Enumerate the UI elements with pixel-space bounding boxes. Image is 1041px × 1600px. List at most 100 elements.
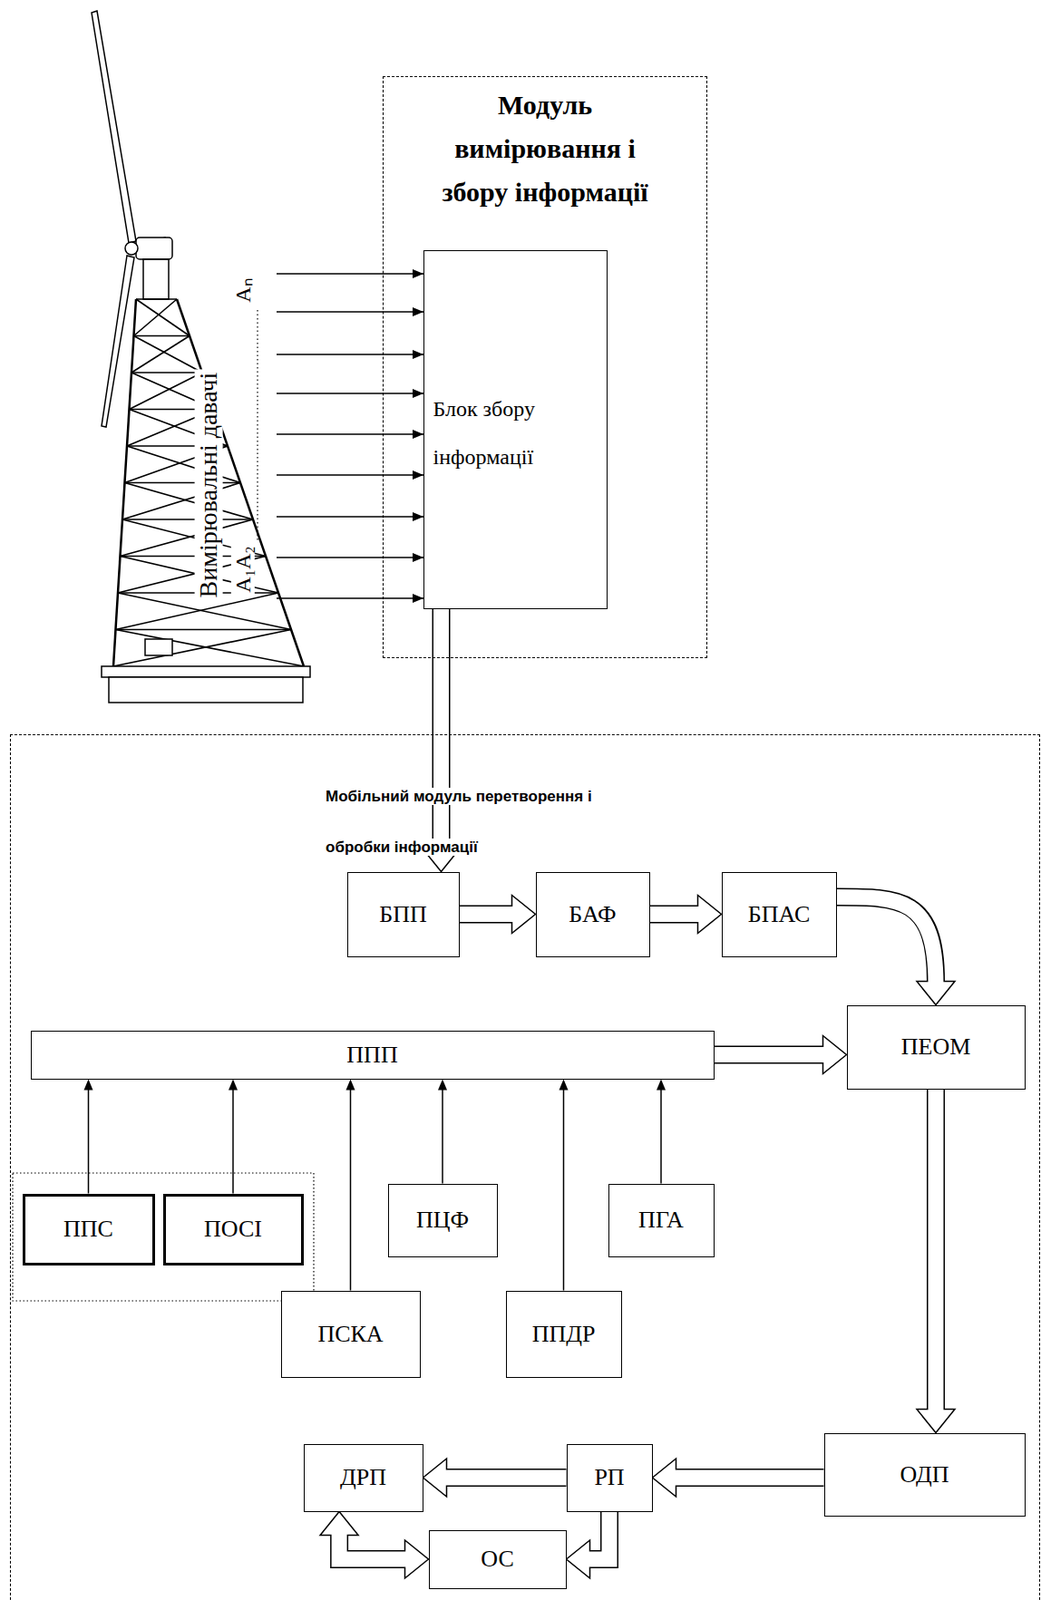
- lattice-bar: [134, 299, 178, 337]
- box-label: ОДП: [900, 1461, 950, 1489]
- tower-cabinet: [145, 639, 173, 656]
- process-box: ППДР: [505, 1291, 623, 1379]
- tower-lattice: [113, 299, 304, 667]
- process-box: БПП: [347, 872, 460, 958]
- process-box: БАФ: [535, 872, 651, 958]
- arrow-shaft-inner: [714, 1047, 827, 1063]
- arrow-head: [656, 1079, 666, 1091]
- group-outline: [12, 1173, 314, 1302]
- arrow-head: [916, 982, 955, 1006]
- arrow-head: [423, 1459, 448, 1498]
- box-label: БАФ: [568, 901, 616, 929]
- module-frame: Модуль вимірювання і збору інформаціїБло…: [382, 76, 708, 659]
- box-label: ППДР: [532, 1321, 596, 1349]
- box-label: ОС: [480, 1546, 514, 1574]
- arrow-head: [84, 1079, 94, 1091]
- arrow-shaft-inner: [444, 1470, 567, 1487]
- arrow-head: [228, 1079, 238, 1091]
- mast: [143, 259, 169, 300]
- box-label: ПОСІ: [204, 1216, 263, 1244]
- sensor-arrow: [276, 597, 424, 600]
- process-box: ОС: [428, 1530, 567, 1590]
- arrow-shaft-inner: [587, 1512, 611, 1561]
- lattice-bar: [129, 372, 204, 410]
- arrow-head: [559, 1079, 569, 1091]
- lattice-bar: [131, 371, 203, 374]
- nacelle: [136, 237, 173, 260]
- box-label: БПП: [379, 901, 427, 929]
- box-label: БПАС: [748, 901, 811, 929]
- arrow-head: [698, 895, 722, 934]
- arrow-head: [652, 1459, 677, 1498]
- arrow-shaft-inner: [928, 1089, 944, 1413]
- lattice-bar: [125, 483, 254, 521]
- arrow-shaft-inner: [339, 1533, 408, 1561]
- sensor-arrow: [276, 515, 424, 518]
- arrow-head: [437, 1079, 448, 1091]
- process-box: ПОСІ: [163, 1194, 304, 1266]
- sensor-arrow: [276, 433, 424, 436]
- lattice-bar: [134, 335, 191, 338]
- process-box: ОДП: [824, 1433, 1026, 1518]
- box-label: РП: [593, 1464, 624, 1492]
- lattice-bar: [122, 518, 253, 521]
- process-box: ППП: [30, 1031, 715, 1080]
- arrow-shaft-inner: [650, 906, 701, 923]
- process-box: ДРП: [303, 1444, 424, 1513]
- tower-base: [101, 666, 311, 678]
- process-box: ППС: [22, 1194, 156, 1266]
- sensor-arrow: [276, 556, 424, 559]
- arrow-shaft-inner: [459, 906, 516, 923]
- process-box: ПЕОМ: [846, 1005, 1026, 1090]
- lattice-bar: [136, 298, 177, 301]
- lattice-bar: [116, 630, 305, 668]
- arrow-head: [405, 1540, 429, 1579]
- arrow-head: [346, 1079, 356, 1091]
- lattice-bar: [126, 446, 241, 484]
- signal-arrow: [656, 1079, 666, 1185]
- lattice-bar: [122, 483, 241, 521]
- hollow-arrow: [320, 1512, 429, 1580]
- sensor-arrow: [276, 474, 424, 477]
- signal-arrow: [559, 1079, 569, 1292]
- hollow-arrow: [916, 1089, 955, 1434]
- sensor-arrow: [276, 311, 424, 313]
- hollow-arrow: [650, 895, 722, 934]
- connector-line: [232, 1089, 234, 1195]
- hollow-arrow: [459, 895, 536, 934]
- hollow-arrow: [714, 1036, 847, 1075]
- process-box: ПЦФ: [388, 1184, 498, 1258]
- sensor-arrow: [276, 272, 424, 275]
- lattice-bar: [131, 336, 190, 374]
- tower-base: [108, 677, 303, 703]
- process-box: БПАС: [721, 872, 837, 958]
- arrow-head: [823, 1036, 847, 1075]
- turbine-blade: [91, 10, 137, 244]
- box-label: ПГА: [638, 1206, 684, 1235]
- sensor-arrow: [276, 353, 424, 356]
- lattice-bar: [136, 299, 190, 337]
- connector-line: [441, 1089, 444, 1185]
- connector-line: [563, 1089, 565, 1292]
- hub: [125, 242, 138, 255]
- signal-arrow: [84, 1079, 94, 1195]
- process-box: ПСКА: [281, 1291, 421, 1379]
- box-label: Модуль вимірювання і збору інформації: [422, 83, 668, 215]
- arrow-shaft-inner: [836, 897, 937, 985]
- signal-arrow: [437, 1079, 448, 1185]
- dotted-line: [256, 310, 258, 543]
- lattice-bar: [125, 482, 242, 485]
- lattice-bar: [113, 630, 292, 668]
- hollow-arrow: [423, 1459, 567, 1498]
- box-label: ППС: [63, 1216, 114, 1244]
- box-label: ПЕОМ: [901, 1033, 972, 1061]
- process-box: Блок збору інформації: [423, 250, 608, 610]
- process-box: ПГА: [608, 1184, 715, 1258]
- title-wrap: Мобільний модуль перетворення і обробки …: [325, 771, 625, 874]
- hollow-arrow: [836, 897, 956, 1006]
- connector-line: [660, 1089, 662, 1185]
- sensor-label: Вимірювальні давачі: [194, 369, 224, 602]
- signal-name: A₁A₂: [231, 543, 255, 595]
- hollow-arrow: [422, 609, 461, 873]
